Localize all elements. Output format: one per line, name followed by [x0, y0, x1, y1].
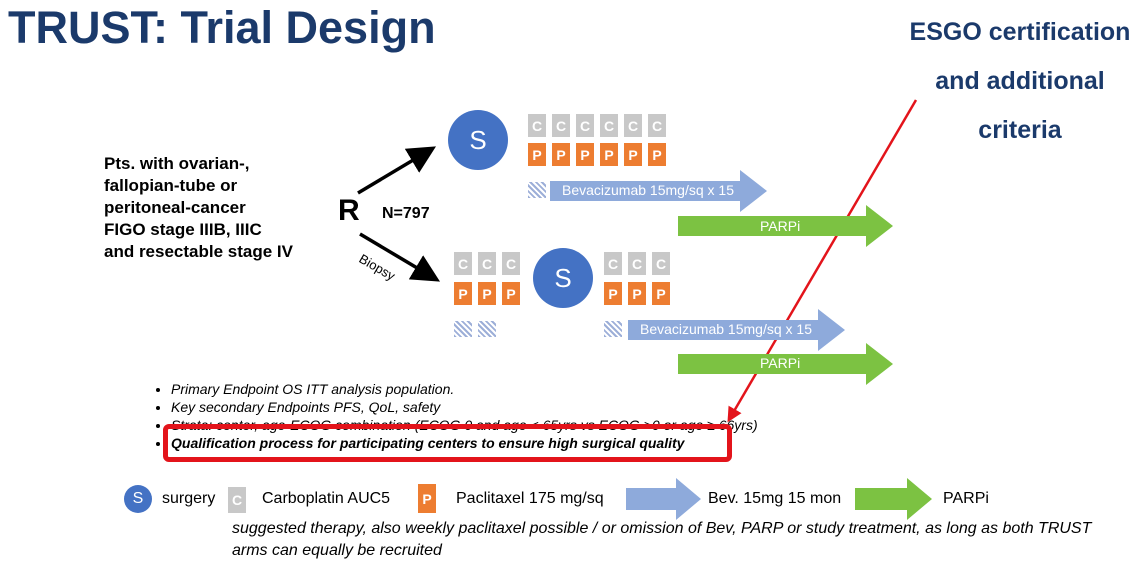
parpi-label-arm-a: PARPi — [760, 218, 801, 234]
bevacizumab-hatch-marker — [604, 321, 622, 337]
carboplatin-box: C — [628, 252, 646, 275]
surgery-symbol: S — [554, 262, 572, 293]
parpi-label-arm-b: PARPi — [760, 355, 801, 371]
carboplatin-box: C — [576, 114, 594, 137]
bevacizumab-hatch-marker — [454, 321, 472, 337]
patient-line-5: and resectable stage IV — [104, 242, 293, 261]
therapy-footnote: suggested therapy, also weekly paclitaxe… — [232, 520, 1092, 559]
paclitaxel-box: P — [478, 282, 496, 305]
carboplatin-box: C — [478, 252, 496, 275]
page-title: TRUST: Trial Design — [8, 2, 436, 53]
carboplatin-box: C — [648, 114, 666, 137]
paclitaxel-box: P — [648, 143, 666, 166]
legend-carboplatin-icon: C — [228, 487, 246, 513]
arm-b-post-paclitaxel-cycles: P P P — [604, 282, 670, 305]
arm-a-paclitaxel-cycles: P P P P P P — [528, 143, 666, 166]
legend-paclitaxel-label: Paclitaxel 175 mg/sq — [456, 490, 604, 507]
qualification-highlight-box — [163, 424, 732, 462]
bullet-secondary-endpoints: Key secondary Endpoints PFS, QoL, safety — [171, 398, 758, 416]
surgery-symbol: S — [132, 490, 144, 507]
surgery-circle-arm-b: S — [533, 248, 593, 308]
patient-line-1: Pts. with ovarian-, — [104, 154, 250, 173]
paclitaxel-box: P — [528, 143, 546, 166]
bevacizumab-hatch-marker — [528, 182, 546, 198]
bullet-qualification: Qualification process for participating … — [171, 434, 758, 452]
arm-a-carboplatin-cycles: C C C C C C — [528, 114, 666, 137]
paclitaxel-box: P — [604, 282, 622, 305]
bullet-primary-endpoint: Primary Endpoint OS ITT analysis populat… — [171, 380, 758, 398]
patient-line-3: peritoneal-cancer — [104, 198, 246, 217]
endpoint-bullets: Primary Endpoint OS ITT analysis populat… — [145, 380, 758, 452]
esgo-annotation: ESGO certification and additional criter… — [890, 8, 1140, 155]
paclitaxel-box: P — [600, 143, 618, 166]
arm-b-pre-bevacizumab-hatch — [454, 321, 496, 337]
patient-line-2: fallopian-tube or — [104, 176, 238, 195]
parpi-arrow-arm-a — [678, 205, 893, 247]
paclitaxel-box: P — [576, 143, 594, 166]
paclitaxel-box: P — [628, 282, 646, 305]
legend-surgery-label: surgery — [162, 490, 216, 507]
legend-bevacizumab-arrow — [626, 478, 701, 520]
patient-population: Pts. with ovarian-, fallopian-tube or pe… — [104, 153, 293, 263]
arrow-to-arm-a — [357, 146, 437, 195]
paclitaxel-box: P — [652, 282, 670, 305]
surgery-circle-arm-a: S — [448, 110, 508, 170]
carboplatin-box: C — [552, 114, 570, 137]
esgo-line-1: ESGO certification — [909, 18, 1131, 46]
carboplatin-box: C — [502, 252, 520, 275]
patient-line-4: FIGO stage IIIB, IIIC — [104, 220, 262, 239]
legend-bevacizumab-label: Bev. 15mg 15 mon — [708, 490, 842, 507]
randomization-label: R — [338, 194, 360, 227]
paclitaxel-box: P — [454, 282, 472, 305]
arm-b-pre-carboplatin-cycles: C C C — [454, 252, 520, 275]
bevacizumab-arrow-arm-b — [628, 309, 845, 351]
bevacizumab-arrow-arm-a — [550, 170, 767, 212]
carboplatin-box: C — [454, 252, 472, 275]
surgery-symbol: S — [469, 124, 487, 155]
arrow-to-arm-b — [359, 232, 441, 282]
parpi-arrow-arm-b — [678, 343, 893, 385]
carboplatin-box: C — [600, 114, 618, 137]
paclitaxel-box: P — [502, 282, 520, 305]
sample-size-label: N=797 — [382, 205, 430, 222]
arm-b-pre-paclitaxel-cycles: P P P — [454, 282, 520, 305]
bevacizumab-hatch-marker — [478, 321, 496, 337]
esgo-line-3: criteria — [978, 116, 1062, 144]
legend-carboplatin-label: Carboplatin AUC5 — [262, 490, 391, 507]
legend-paclitaxel-icon: P — [418, 484, 436, 513]
esgo-line-2: and additional — [935, 67, 1105, 95]
arm-b-post-carboplatin-cycles: C C C — [604, 252, 670, 275]
carboplatin-box: C — [624, 114, 642, 137]
bevacizumab-label-arm-b: Bevacizumab 15mg/sq x 15 — [640, 321, 812, 337]
paclitaxel-box: P — [624, 143, 642, 166]
carboplatin-box: C — [604, 252, 622, 275]
bevacizumab-label-arm-a: Bevacizumab 15mg/sq x 15 — [562, 182, 734, 198]
legend-parpi-label: PARPi — [943, 490, 989, 507]
carboplatin-box: C — [652, 252, 670, 275]
legend-surgery-icon: S — [124, 485, 152, 513]
carboplatin-box: C — [528, 114, 546, 137]
paclitaxel-box: P — [552, 143, 570, 166]
legend-parpi-arrow — [855, 478, 932, 520]
